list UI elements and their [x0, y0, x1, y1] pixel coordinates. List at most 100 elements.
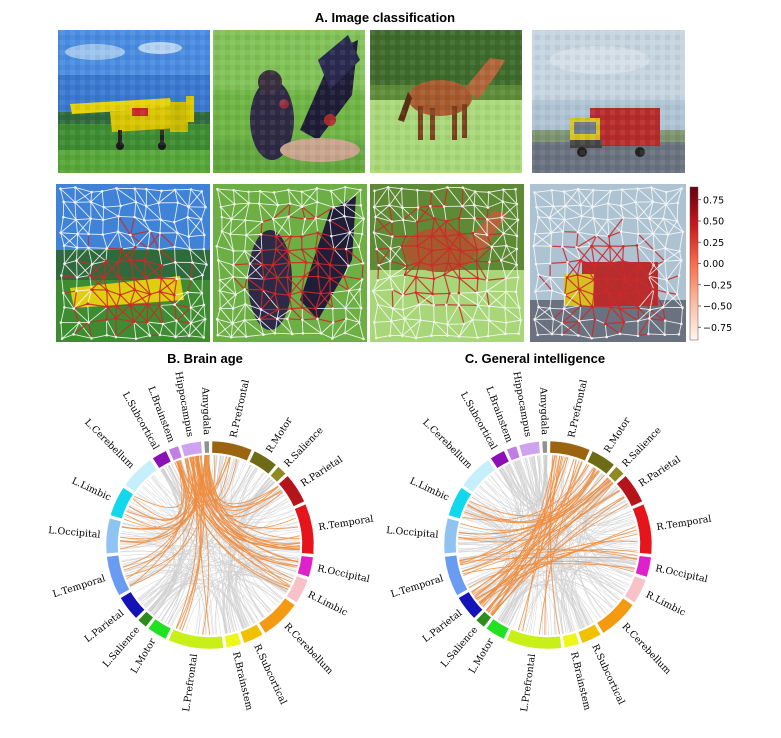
- region-arc: [448, 487, 472, 520]
- region-arc: [475, 611, 492, 628]
- region-arc: [124, 459, 158, 493]
- region-arc: [443, 517, 460, 554]
- region-label: L.Motor: [129, 636, 159, 675]
- region-label: L.Temporal: [52, 573, 107, 600]
- region-arc: [562, 632, 580, 648]
- region-arc: [518, 441, 541, 457]
- region-arc: [168, 629, 224, 650]
- panel-b-title: B. Brain age: [167, 351, 243, 366]
- region-arc: [608, 466, 625, 483]
- region-arc: [180, 441, 203, 457]
- image-bird: [213, 30, 365, 173]
- colorbar-gradient: [689, 186, 699, 341]
- panel-a-title: A. Image classification: [315, 10, 455, 25]
- region-label: R.Cerebellum: [282, 621, 335, 677]
- colorbar: 0.750.500.250.00−0.25−0.50−0.75: [689, 186, 732, 341]
- region-label: Amygdala: [537, 386, 550, 435]
- region-label: R.Subcortical: [251, 643, 288, 707]
- region-label: R.Temporal: [318, 514, 374, 534]
- region-arc: [239, 623, 264, 644]
- region-label: L.Occipital: [48, 525, 101, 541]
- panel-c-title: C. General intelligence: [465, 351, 605, 366]
- region-arc: [458, 591, 483, 619]
- region-arc: [549, 440, 591, 462]
- region-label: R.Subcortical: [589, 643, 626, 707]
- graph-edges-bird: [215, 185, 365, 341]
- region-label: R.Motor: [602, 415, 633, 455]
- region-arc: [541, 440, 548, 454]
- region-arc: [490, 450, 510, 469]
- region-arc: [152, 450, 172, 469]
- region-arc: [596, 597, 634, 634]
- region-arc: [258, 597, 296, 634]
- region-arc: [506, 629, 562, 650]
- region-label: R.Prefrontal: [228, 379, 251, 439]
- region-label: L.Occipital: [386, 525, 439, 541]
- region-label: R.Motor: [264, 415, 295, 455]
- region-arc: [120, 591, 145, 619]
- region-label: R.Temporal: [656, 514, 712, 534]
- graph-truck: [530, 184, 686, 342]
- region-label: R.Brainstem: [568, 651, 593, 712]
- region-arc: [137, 611, 154, 628]
- colorbar-tick-label: 0.00: [703, 259, 724, 270]
- highlight-edges: [458, 455, 638, 635]
- region-label: Hippocampus: [172, 371, 195, 438]
- region-label: L.Cerebellum: [420, 417, 474, 471]
- region-arc: [106, 554, 130, 596]
- region-arc: [270, 466, 287, 483]
- colorbar-tick-label: 0.50: [703, 217, 724, 228]
- region-arc: [249, 450, 277, 475]
- region-arc: [635, 555, 652, 578]
- region-arc: [211, 440, 253, 462]
- region-label: R.Occipital: [316, 563, 370, 585]
- region-label: R.Parietal: [637, 454, 683, 489]
- region-label: R.Salience: [282, 425, 326, 470]
- region-label: R.Prefrontal: [566, 379, 589, 439]
- region-label: R.Limbic: [644, 589, 687, 618]
- region-label: R.Brainstem: [230, 651, 255, 712]
- graph-horse: [370, 184, 524, 342]
- colorbar-ticks: 0.750.500.250.00−0.25−0.50−0.75: [698, 195, 732, 334]
- region-label: L.Cerebellum: [82, 417, 136, 471]
- region-label: R.Parietal: [299, 454, 345, 489]
- region-arc: [444, 554, 468, 596]
- colorbar-tick-label: −0.50: [703, 302, 732, 313]
- region-arc: [224, 632, 242, 648]
- region-arc: [632, 503, 653, 555]
- region-arc: [485, 618, 510, 640]
- graph-edges-airplane: [59, 186, 208, 340]
- region-arc: [616, 475, 643, 507]
- graph-bird: [213, 184, 367, 342]
- region-arc: [105, 517, 122, 554]
- graph-airplane: [56, 184, 210, 342]
- region-label: L.Prefrontal: [519, 653, 538, 712]
- region-arc: [506, 445, 521, 461]
- region-label: R.Salience: [620, 425, 664, 470]
- region-label: L.Limbic: [408, 476, 451, 504]
- region-arc: [294, 503, 315, 555]
- region-label: L.Temporal: [390, 573, 445, 600]
- region-arc: [462, 459, 496, 493]
- region-arc: [147, 618, 172, 640]
- colorbar-tick-label: 0.25: [703, 238, 724, 249]
- region-label: Amygdala: [199, 386, 212, 435]
- colorbar-tick-label: 0.75: [703, 195, 724, 206]
- highlight-edges: [120, 454, 301, 636]
- region-arc: [203, 440, 210, 454]
- region-label: L.Limbic: [70, 476, 113, 504]
- region-label: R.Limbic: [306, 589, 349, 618]
- region-arc: [587, 450, 615, 475]
- region-label: L.Prefrontal: [181, 653, 200, 712]
- region-arc: [577, 623, 602, 644]
- image-truck: [532, 30, 685, 173]
- region-arc: [278, 475, 305, 507]
- region-arc: [297, 555, 314, 578]
- graph-edges-horse: [371, 185, 523, 340]
- image-horse: [370, 30, 522, 173]
- region-arc: [624, 575, 647, 604]
- region-label: Hippocampus: [510, 371, 533, 438]
